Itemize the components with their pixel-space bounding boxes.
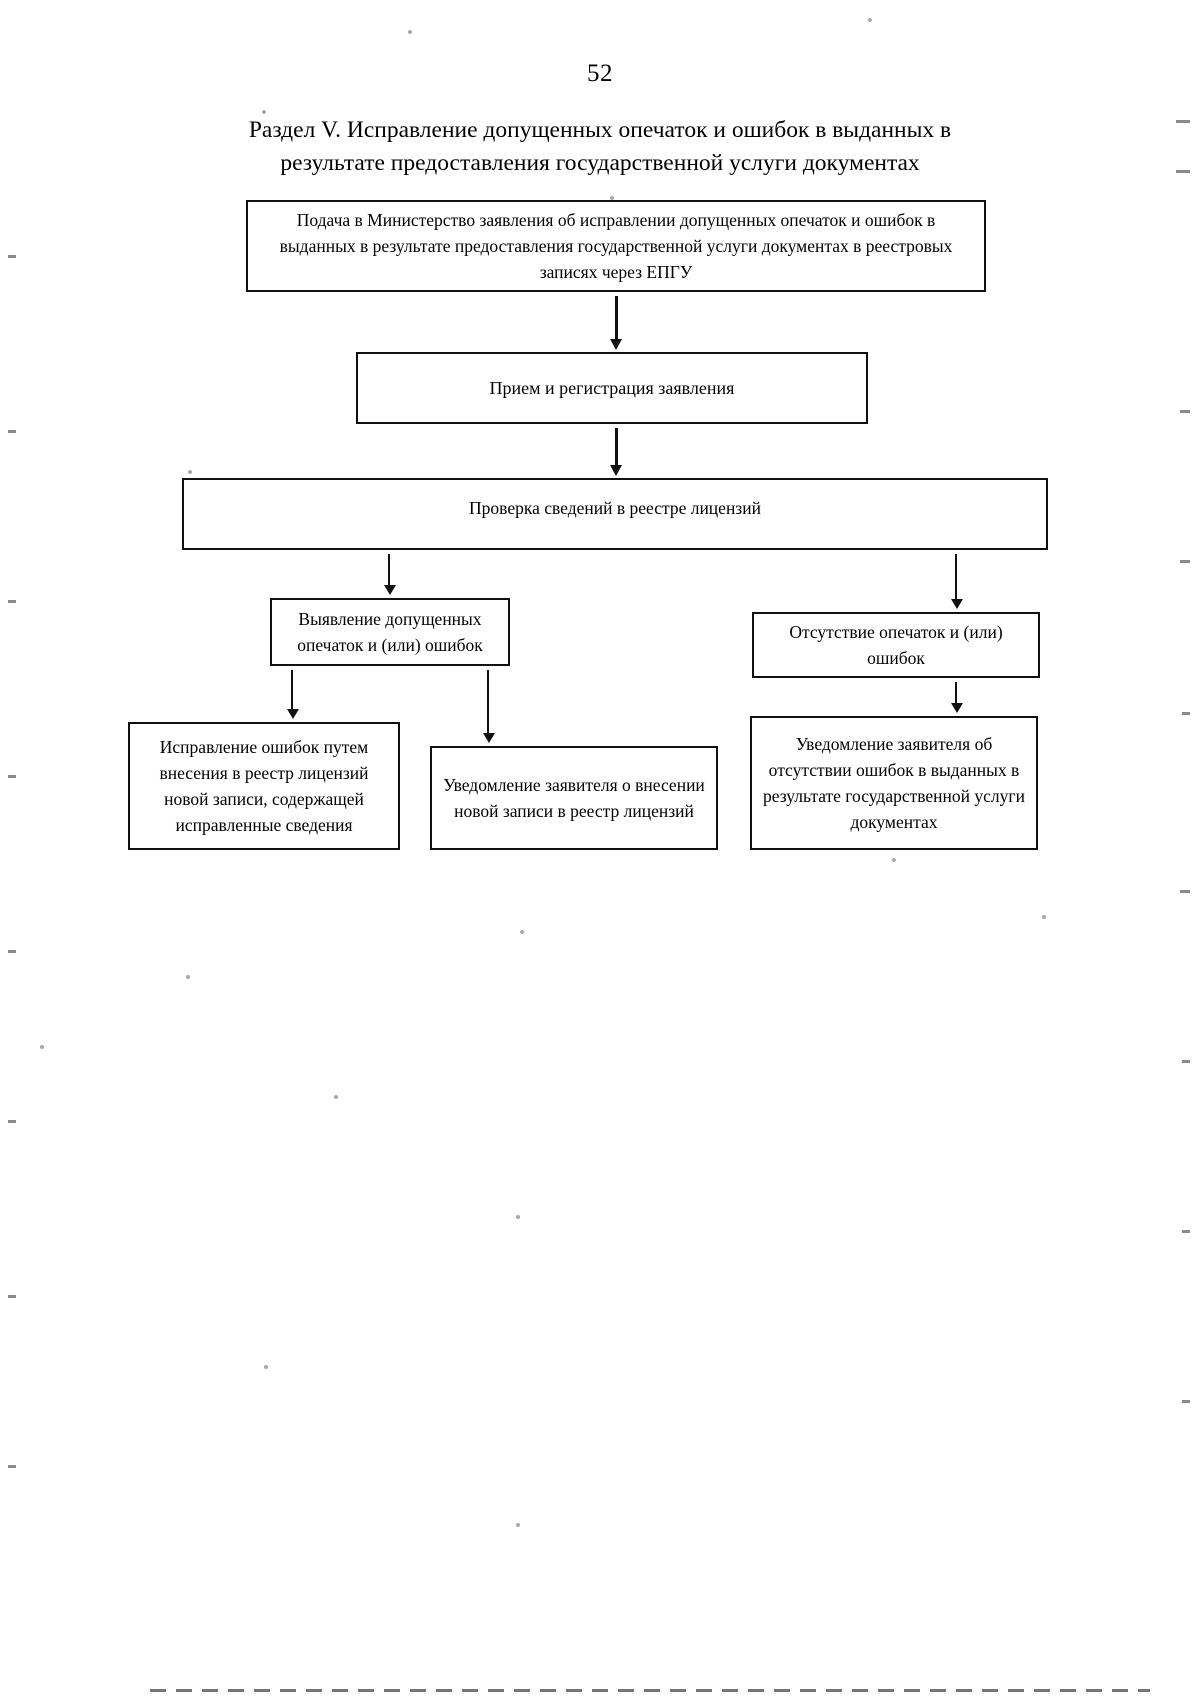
arrow-head-down-icon	[610, 465, 622, 476]
flow-node-no-errors-label: Отсутствие опечаток и (или) ошибок	[789, 622, 1003, 668]
flow-node-notify-new-record-label: Уведомление заявителя о внесении новой з…	[443, 775, 705, 821]
arrow-stem	[487, 670, 489, 733]
scan-speck	[264, 1365, 268, 1369]
scan-edge-mark	[8, 1295, 16, 1298]
flow-node-check-registry: Проверка сведений в реестре лицензий	[182, 478, 1048, 550]
flow-node-errors-found-label: Выявление допущенных опечаток и (или) ош…	[297, 609, 483, 655]
flow-node-notify-no-errors: Уведомление заявителя об отсутствии ошиб…	[750, 716, 1038, 850]
scan-speck	[186, 975, 190, 979]
flow-node-check-registry-label: Проверка сведений в реестре лицензий	[469, 497, 761, 518]
scan-edge-mark	[1182, 1060, 1190, 1063]
scan-speck	[516, 1523, 520, 1527]
scan-speck	[868, 18, 872, 22]
arrow-head-down-icon	[286, 709, 299, 719]
flow-node-no-errors: Отсутствие опечаток и (или) ошибок	[752, 612, 1040, 678]
section-title-line-2: предоставления государственной услуги до…	[390, 150, 920, 176]
arrow-head-down-icon	[610, 339, 622, 350]
arrow-head-down-icon	[383, 585, 396, 595]
scan-edge-mark	[8, 255, 16, 258]
scan-speck	[610, 196, 614, 200]
scan-edge-mark	[1182, 712, 1190, 715]
flow-node-receive-and-register: Прием и регистрация заявления	[356, 352, 868, 424]
flow-node-notify-new-record: Уведомление заявителя о внесении новой з…	[430, 746, 718, 850]
flow-node-errors-found: Выявление допущенных опечаток и (или) ош…	[270, 598, 510, 666]
scan-edge-mark	[8, 950, 16, 953]
section-title-line-1: Раздел V. Исправление допущенных опечато…	[248, 117, 952, 176]
scan-edge-mark	[8, 600, 16, 603]
scan-speck	[520, 930, 524, 934]
scan-speck	[1042, 915, 1046, 919]
scan-edge-mark	[8, 1120, 16, 1123]
flowchart: Подача в Министерство заявления об испра…	[128, 200, 1048, 850]
flow-node-fix-errors-label: Исправление ошибок путем внесения в реес…	[159, 737, 369, 835]
scan-edge-mark	[8, 775, 16, 778]
page-number: 52	[587, 60, 613, 87]
arrow-stem	[615, 428, 618, 465]
scan-speck	[516, 1215, 520, 1219]
arrow-stem	[955, 554, 957, 599]
page-title: Раздел V. Исправление допущенных опечато…	[200, 114, 1000, 180]
flow-node-fix-errors: Исправление ошибок путем внесения в реес…	[128, 722, 400, 850]
arrow-stem	[388, 554, 390, 585]
flow-node-notify-no-errors-label: Уведомление заявителя об отсутствии ошиб…	[763, 734, 1025, 832]
scan-edge-mark	[8, 1465, 16, 1468]
scan-speck	[892, 858, 896, 862]
arrow-head-down-icon	[482, 733, 495, 743]
scan-edge-mark	[1180, 410, 1190, 413]
arrow-head-down-icon	[950, 703, 963, 713]
scan-speck	[408, 30, 412, 34]
scan-speck	[188, 470, 192, 474]
scan-edge-mark	[1182, 1400, 1190, 1403]
arrow-stem	[291, 670, 293, 709]
scan-edge-mark	[8, 430, 16, 433]
scan-speck	[40, 1045, 44, 1049]
scan-edge-mark	[1180, 890, 1190, 893]
flow-node-submit-application-label: Подача в Министерство заявления об испра…	[279, 210, 953, 282]
scan-bottom-artifact	[150, 1689, 1150, 1692]
scan-edge-mark	[1180, 560, 1190, 563]
scan-edge-mark	[1176, 120, 1190, 123]
arrow-stem	[615, 296, 618, 339]
flow-node-submit-application: Подача в Министерство заявления об испра…	[246, 200, 986, 292]
scan-edge-mark	[1182, 1230, 1190, 1233]
scan-speck	[334, 1095, 338, 1099]
flow-node-receive-and-register-label: Прием и регистрация заявления	[489, 377, 735, 398]
arrow-head-down-icon	[950, 599, 963, 609]
scan-speck	[262, 110, 266, 114]
scan-edge-mark	[1176, 170, 1190, 173]
arrow-stem	[955, 682, 957, 703]
